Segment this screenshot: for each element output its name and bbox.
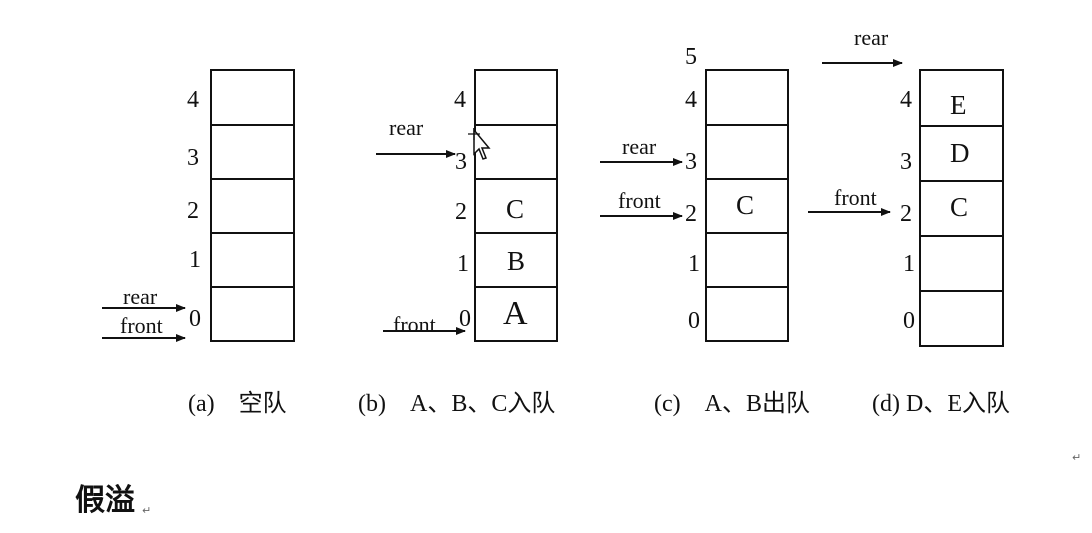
index-label: 0 [189,306,201,332]
cell-value: C [950,192,969,222]
mouse-cursor-icon [468,128,491,160]
queue-array-d [919,69,1004,347]
index-label: 3 [900,149,912,175]
index-label: 1 [457,251,469,277]
index-label: 2 [187,198,199,224]
index-label: 4 [454,87,466,113]
index-label: 1 [189,247,201,273]
index-label: 3 [685,149,697,175]
rear-pointer-label: rear [123,284,158,309]
index-label: 0 [688,308,700,334]
index-label: 5 [685,44,697,70]
index-label: 3 [187,145,199,171]
cell-value: D [950,138,970,168]
queue-array-a [210,69,295,342]
rear-pointer-label: rear [622,134,657,159]
cell-value: E [950,90,967,120]
panel-caption-b: (b) A、B、C入队 [358,391,556,417]
index-label: 1 [903,251,915,277]
panel-caption-d: (d) D、E入队 [872,391,1010,417]
index-label: 0 [459,306,471,332]
index-label: 4 [187,87,199,113]
cell-value: C [506,194,525,224]
index-label: 2 [685,201,697,227]
queue-array-b [474,69,558,342]
cell-value: B [507,246,526,276]
cell-value: C [736,190,755,220]
front-pointer-label: front [618,188,661,213]
panel-caption-a: (a) 空队 [188,391,287,417]
rear-pointer-label: rear [854,25,889,50]
index-label: 1 [688,251,700,277]
index-label: 4 [685,87,697,113]
queue-array-c [705,69,789,342]
index-label: 4 [900,87,912,113]
cell-value: A [503,295,528,332]
paragraph-mark: ↵ [142,504,152,517]
paragraph-mark: ↵ [1072,451,1082,464]
index-label: 2 [455,199,467,225]
front-pointer-label: front [120,313,163,338]
index-label: 2 [900,201,912,227]
front-pointer-label: front [393,312,436,337]
front-pointer-label: front [834,185,877,210]
panel-caption-c: (c) A、B出队 [654,391,810,417]
section-heading: 假溢 [75,483,135,518]
rear-pointer-label: rear [389,115,424,140]
index-label: 0 [903,308,915,334]
index-label: 3 [455,149,467,175]
